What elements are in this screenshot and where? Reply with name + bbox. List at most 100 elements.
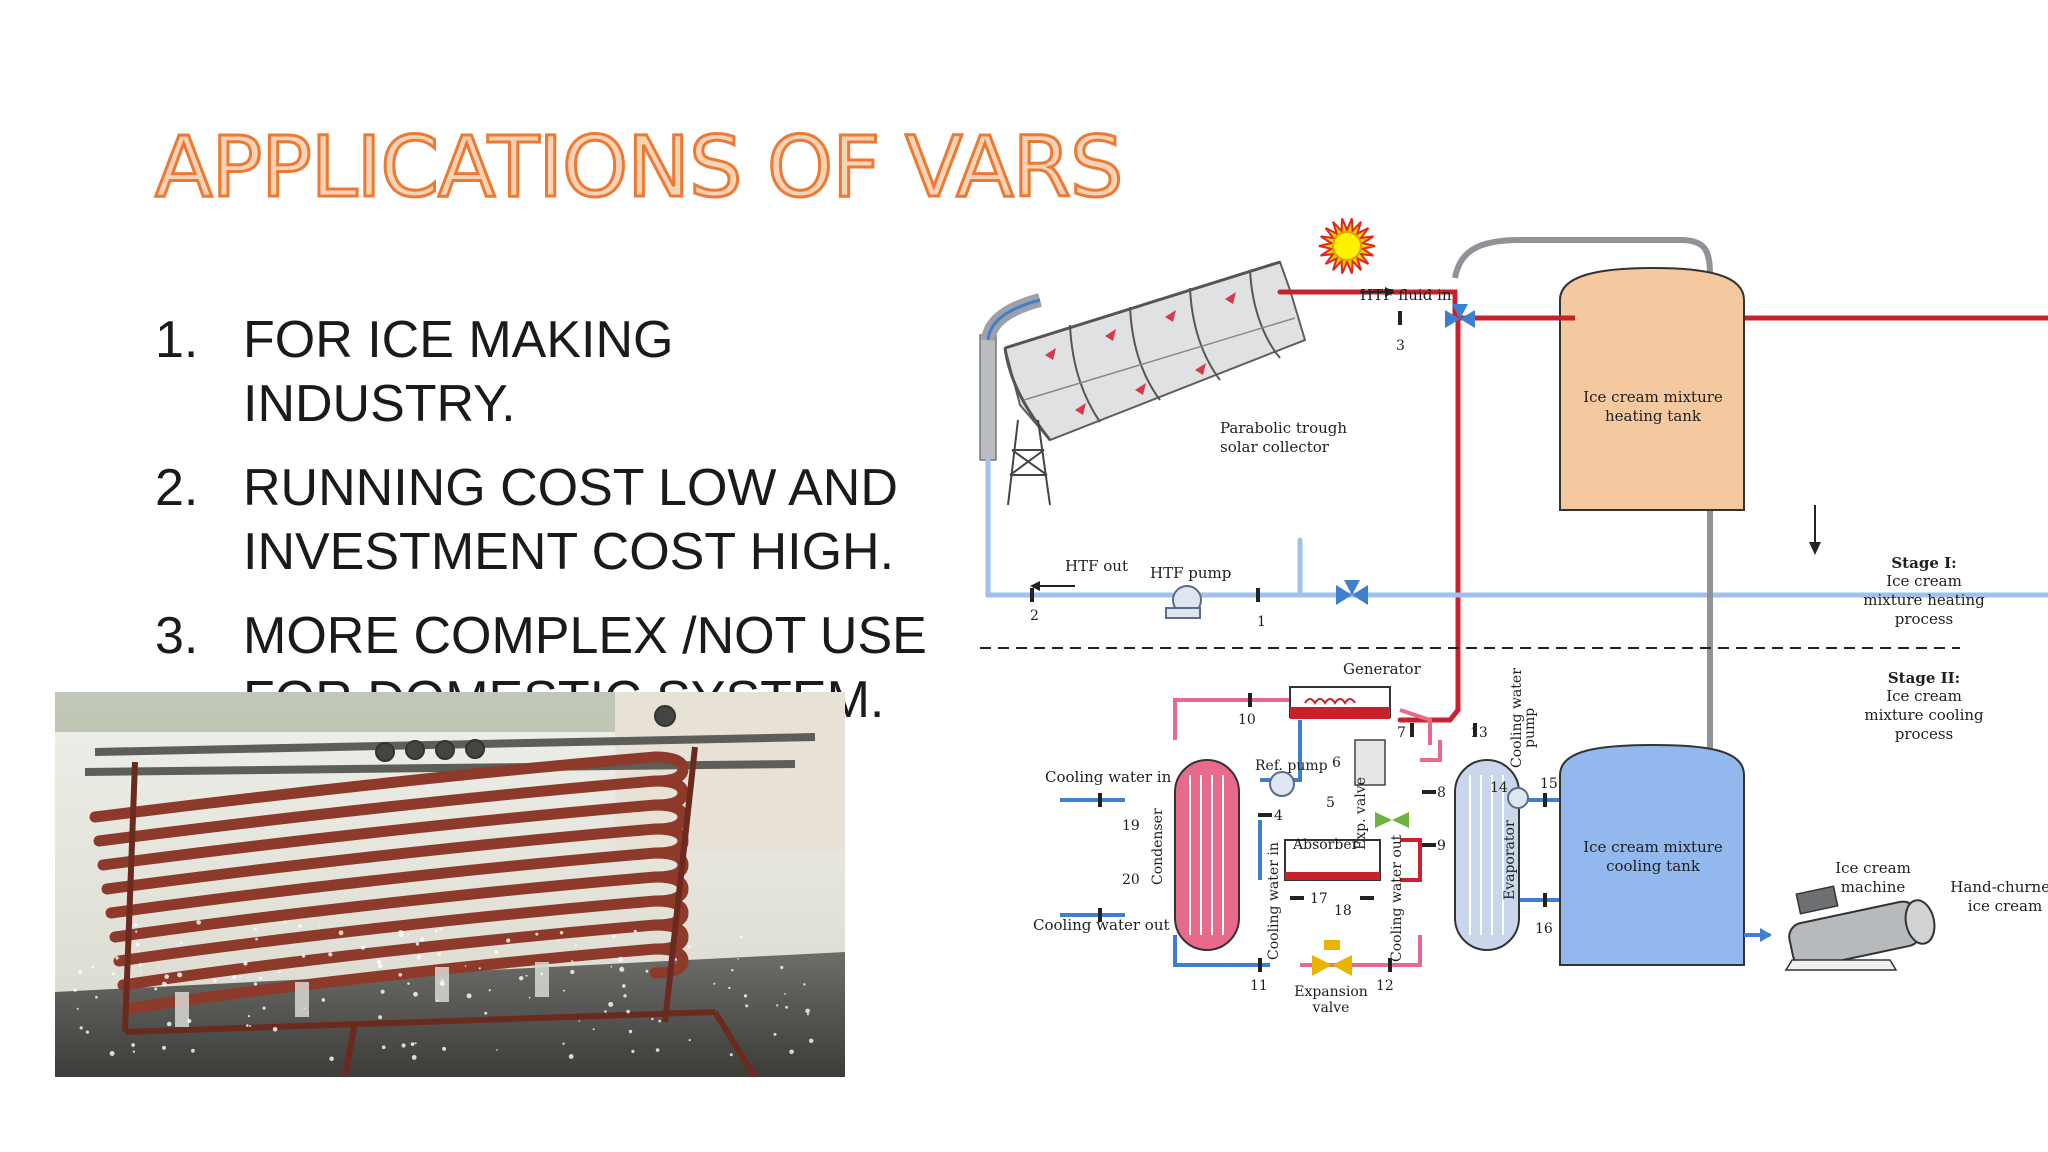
generator xyxy=(1289,686,1391,719)
water-spray xyxy=(132,1050,136,1053)
state-point-9: 9 xyxy=(1437,838,1446,854)
water-spray xyxy=(776,1004,779,1007)
water-spray xyxy=(85,1030,89,1034)
label-stage-1: Stage I: xyxy=(1891,554,1956,572)
water-spray xyxy=(592,1028,595,1031)
label-heating-tank: Ice cream mixture xyxy=(1583,388,1723,406)
coil-pipe xyxy=(97,799,689,871)
water-spray xyxy=(612,934,616,939)
water-spray xyxy=(91,965,95,969)
label-stage-1: Ice cream xyxy=(1886,572,1962,590)
coil-pipe xyxy=(117,919,689,991)
water-spray xyxy=(161,981,167,987)
absorber xyxy=(1284,839,1381,881)
water-spray xyxy=(436,999,439,1002)
label-heating-tank: heating tank xyxy=(1605,407,1702,425)
parabolic-trough-collector xyxy=(979,260,1307,506)
label-stage-1: mixture heating xyxy=(1863,591,1985,609)
water-spray xyxy=(376,959,382,964)
bullet-item: 1. FOR ICE MAKING INDUSTRY. xyxy=(155,308,955,436)
water-spray xyxy=(298,924,302,928)
water-spray xyxy=(415,942,420,946)
water-spray xyxy=(570,969,575,975)
water-spray xyxy=(138,963,142,967)
bullet-list: 1. FOR ICE MAKING INDUSTRY. 2. RUNNING C… xyxy=(155,308,955,752)
water-spray xyxy=(378,963,383,968)
ref-pump-icon xyxy=(1269,771,1295,797)
water-spray xyxy=(303,1007,306,1010)
bullet-number: 3. xyxy=(155,607,199,665)
label-cooling-tank: cooling tank xyxy=(1606,857,1701,875)
water-spray xyxy=(328,952,333,957)
water-spray xyxy=(437,952,442,957)
water-spray xyxy=(232,975,237,980)
water-spray xyxy=(739,935,743,939)
water-spray xyxy=(413,991,418,997)
water-spray xyxy=(622,984,626,988)
water-spray xyxy=(419,937,425,942)
water-spray xyxy=(411,1055,417,1060)
water-spray xyxy=(177,972,183,978)
state-point-numbers: 1 2 3 4 5 6 7 8 9 10 11 12 13 14 15 16 1… xyxy=(1030,338,1558,994)
water-spray xyxy=(378,1015,383,1020)
water-spray xyxy=(559,931,564,935)
label-cooling-water-out-vertical: Cooling water out xyxy=(1389,834,1405,962)
water-spray xyxy=(338,930,344,936)
ice-plant-photo xyxy=(55,692,845,1077)
label-expansion-valve: Expansion xyxy=(1294,984,1368,1000)
state-point-7: 7 xyxy=(1397,725,1406,741)
water-spray xyxy=(410,1042,415,1046)
label-collector: Parabolic trough xyxy=(1220,419,1347,437)
label-cooling-tank: Ice cream mixture xyxy=(1583,838,1723,856)
three-way-valve-icon xyxy=(1336,580,1368,605)
water-spray xyxy=(175,944,177,946)
water-spray xyxy=(254,927,257,931)
water-spray xyxy=(631,1049,635,1053)
water-spray xyxy=(528,996,531,999)
water-spray xyxy=(610,965,613,968)
state-point-markers xyxy=(1098,693,1547,972)
label-condenser: Condenser xyxy=(1150,808,1166,885)
water-spray xyxy=(164,974,169,979)
ice-cream-machine xyxy=(1744,885,1936,971)
water-spray xyxy=(604,1010,607,1013)
water-spray xyxy=(255,937,258,941)
label-ref-pump: Ref. pump xyxy=(1255,758,1328,774)
label-evaporator: Evaporator xyxy=(1502,820,1518,900)
label-stage-2: Stage II: xyxy=(1888,669,1960,687)
water-spray xyxy=(496,1049,498,1051)
water-spray xyxy=(488,989,491,992)
label-exp-valve: Exp. valve xyxy=(1353,777,1369,850)
water-spray xyxy=(243,961,248,966)
water-spray xyxy=(439,928,442,931)
water-spray xyxy=(277,970,281,973)
water-spray xyxy=(272,1027,278,1032)
label-hand-churned: ice cream xyxy=(1968,897,2042,915)
water-spray xyxy=(133,923,138,927)
water-spray xyxy=(737,958,739,960)
expansion-valve-icon xyxy=(1375,812,1409,828)
water-spray xyxy=(525,974,528,977)
water-spray xyxy=(249,1025,252,1027)
label-stage-2: mixture cooling xyxy=(1864,706,1984,724)
label-cooling-water-pump: pump xyxy=(1522,708,1538,748)
water-spray xyxy=(619,966,625,972)
water-spray xyxy=(803,983,806,986)
water-spray xyxy=(196,920,201,925)
label-ice-cream-machine: Ice cream xyxy=(1835,859,1911,877)
water-spray xyxy=(556,939,560,943)
water-spray xyxy=(785,1005,788,1009)
state-point-12: 12 xyxy=(1376,978,1394,994)
coil-pipe xyxy=(113,895,689,967)
water-spray xyxy=(805,1008,810,1014)
water-spray xyxy=(688,1039,691,1042)
coil-pipe xyxy=(93,775,689,847)
state-point-13: 13 xyxy=(1470,725,1488,741)
water-spray xyxy=(713,982,716,985)
water-spray xyxy=(166,1021,172,1027)
state-point-5: 5 xyxy=(1326,795,1335,811)
state-point-1: 1 xyxy=(1257,614,1266,630)
state-point-15: 15 xyxy=(1540,776,1558,792)
